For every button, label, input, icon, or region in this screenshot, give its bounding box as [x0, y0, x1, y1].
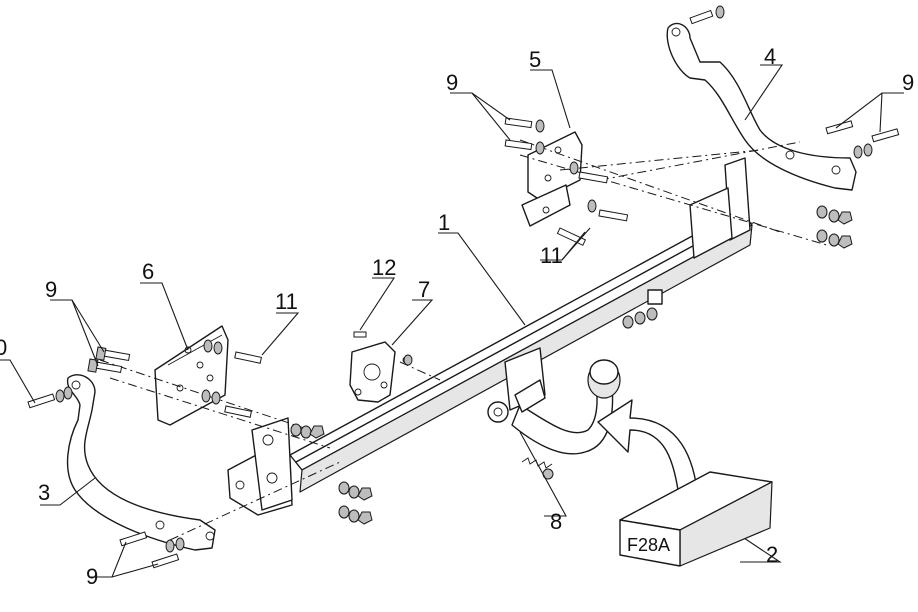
label-box-2: F28A	[619, 471, 773, 567]
nuts-left-end	[290, 423, 373, 525]
callout-5: 5	[529, 47, 541, 72]
nuts-center-under-beam	[622, 289, 663, 329]
callout-11-top: 11	[540, 243, 563, 268]
bolts-9-top	[504, 117, 545, 155]
callout-leaders	[0, 64, 904, 578]
callout-3: 3	[38, 480, 50, 505]
callout-8: 8	[550, 509, 562, 534]
side-arm-3	[66, 374, 216, 551]
callout-9-bottom: 9	[86, 564, 98, 589]
callout-2: 2	[766, 542, 778, 567]
callout-1: 1	[438, 210, 450, 235]
bolt-9-left-upper	[95, 346, 131, 362]
side-arm-4	[666, 22, 857, 191]
socket-plate-7	[349, 341, 410, 403]
callout-9-left: 9	[45, 277, 57, 302]
callout-9-top: 9	[446, 70, 458, 95]
callout-7: 7	[418, 277, 430, 302]
spring-part-8	[521, 457, 554, 480]
washer-12	[403, 354, 413, 366]
nuts-right-end	[816, 205, 853, 249]
callout-numbers: 1 2 3 4 5 6 7 8 9 9 9 9 0 11 11 12	[0, 44, 914, 589]
callout-9-right: 9	[902, 70, 914, 95]
callout-4: 4	[764, 44, 776, 69]
nuts-washers	[290, 205, 853, 525]
callout-10: 0	[0, 335, 7, 360]
tow-ball-neck	[487, 347, 621, 455]
box-label-text: F28A	[627, 535, 670, 555]
callout-6: 6	[142, 259, 154, 284]
screw-12	[353, 331, 367, 338]
bracket-6	[154, 325, 229, 426]
bolts-11-left	[201, 339, 263, 418]
bolt-top-edge	[689, 5, 725, 25]
callout-12: 12	[372, 255, 396, 280]
bolts	[27, 5, 900, 569]
install-arrow	[597, 399, 699, 506]
bolt-10	[27, 386, 73, 409]
bolts-9-bottom	[119, 531, 185, 569]
callout-11-left: 11	[275, 289, 298, 314]
bolts-9-right	[825, 120, 900, 159]
assembly-centerlines	[99, 139, 831, 541]
bolt-9-left-lower	[87, 358, 123, 374]
